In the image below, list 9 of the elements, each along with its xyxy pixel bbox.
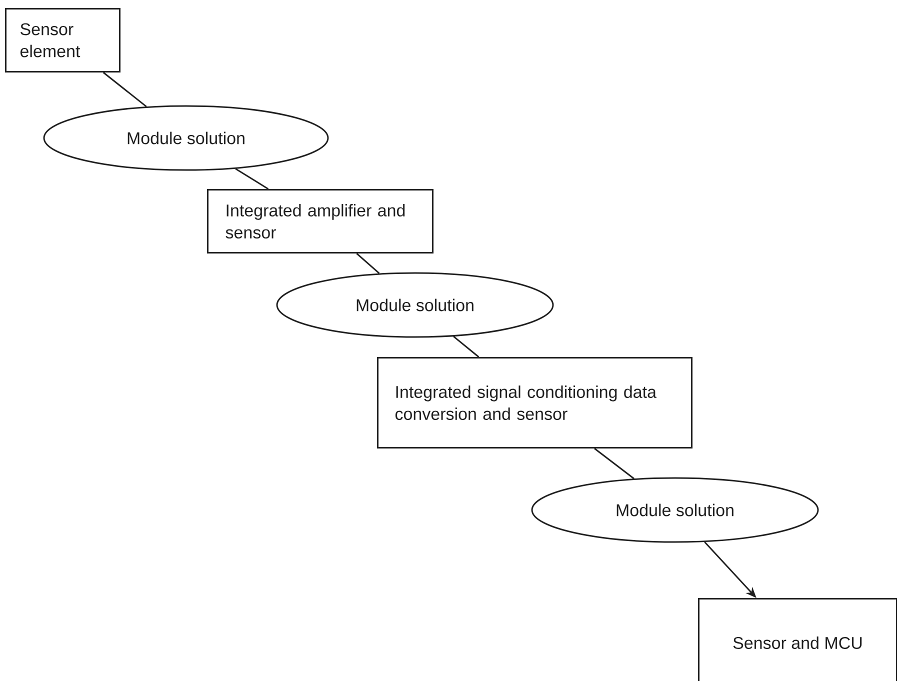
- connector-line: [235, 168, 269, 190]
- connector-line: [356, 252, 380, 274]
- process-box: Integrated amplifier and sensor: [207, 189, 434, 254]
- process-box: Sensor and MCU: [698, 598, 897, 681]
- connector-line: [453, 336, 480, 358]
- connector-line: [594, 448, 634, 480]
- process-box: Integrated signal conditioning data conversion and sensor: [377, 357, 692, 448]
- process-box: Sensor element: [5, 8, 120, 72]
- connector-line: [102, 72, 147, 108]
